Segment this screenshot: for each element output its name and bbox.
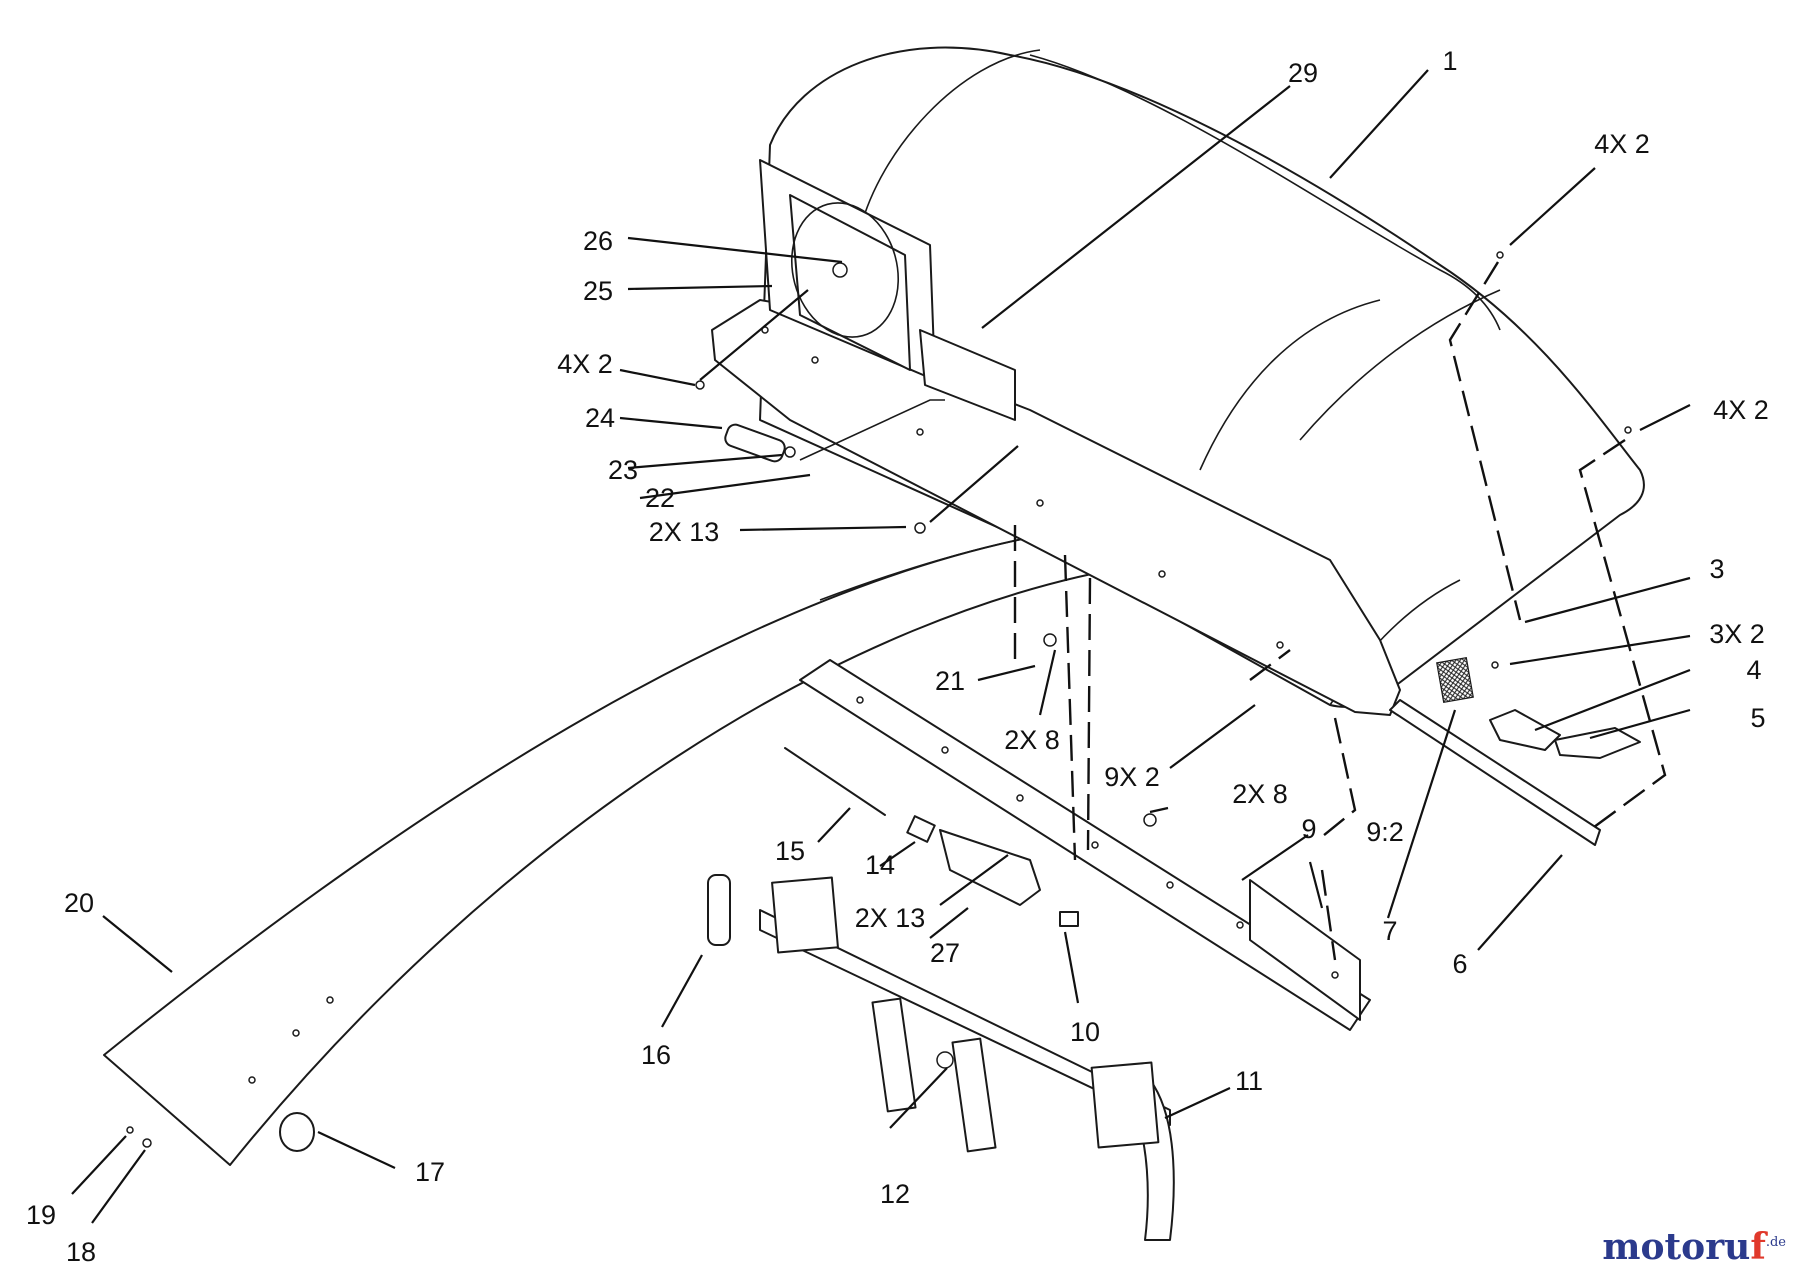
callout-3: 3 (1709, 554, 1724, 584)
callout-2x13-bottom: 2X 13 (855, 903, 926, 933)
callout-2x8-b: 2X 8 (1232, 779, 1288, 809)
callout-14: 14 (865, 850, 895, 880)
screw-3x2 (1491, 661, 1499, 669)
callout-4x2-left: 4X 2 (557, 349, 613, 379)
callout-4: 4 (1746, 655, 1761, 685)
callout-2x8-a: 2X 8 (1004, 725, 1060, 755)
watermark-suffix: .de (1765, 1235, 1786, 1250)
callout-4x2-right: 4X 2 (1713, 395, 1769, 425)
clip-part-21 (1043, 633, 1057, 647)
screw-part-19 (126, 1126, 134, 1134)
rod-part-11 (759, 909, 1171, 1126)
callout-15: 15 (775, 836, 805, 866)
knob-part-24 (724, 423, 786, 463)
callout-11: 11 (1235, 1066, 1263, 1096)
callout-24: 24 (585, 403, 615, 433)
leader-lines (71, 69, 1691, 1224)
screw-4x2-right (1624, 426, 1632, 434)
callout-23: 23 (608, 455, 638, 485)
callout-4x2-top: 4X 2 (1594, 129, 1650, 159)
nut-part-8 (1143, 813, 1157, 827)
bushing-part-14 (906, 815, 936, 843)
lever-assembly (707, 747, 1175, 1241)
watermark-brand: motoruf (1602, 1226, 1766, 1268)
screw-4x2-top (1496, 251, 1504, 259)
callout-21: 21 (935, 666, 965, 696)
screw-4x2-left (695, 380, 705, 390)
callout-25: 25 (583, 276, 613, 306)
callout-9: 9 (1301, 814, 1316, 844)
callout-2x13-top: 2X 13 (649, 517, 720, 547)
callout-3x2: 3X 2 (1709, 619, 1765, 649)
callout-12: 12 (880, 1179, 910, 1209)
callout-5: 5 (1750, 703, 1765, 733)
callout-17: 17 (415, 1157, 445, 1187)
washer-part-23 (784, 446, 796, 458)
bolt-part-10 (1059, 911, 1079, 927)
callout-6: 6 (1452, 949, 1467, 979)
end-flange-part-25 (759, 159, 936, 381)
bolt-part-13 (914, 522, 926, 534)
callout-18: 18 (66, 1237, 96, 1267)
callout-27: 27 (930, 938, 960, 968)
callout-26: 26 (583, 226, 613, 256)
callout-7: 7 (1382, 916, 1397, 946)
nut-part-12 (936, 1051, 954, 1069)
callout-16: 16 (641, 1040, 671, 1070)
watermark-logo: motoruf.de (1602, 1226, 1786, 1268)
callout-19: 19 (26, 1200, 56, 1230)
callout-9-2: 9:2 (1366, 817, 1404, 847)
latch-part-4 (1489, 709, 1561, 751)
panel-part-9 (799, 659, 1371, 1031)
callout-9x2: 9X 2 (1104, 762, 1160, 792)
washer-part-18 (142, 1138, 152, 1148)
strip-part-6 (1389, 657, 1601, 846)
callout-29: 29 (1288, 58, 1318, 88)
callout-10: 10 (1070, 1017, 1100, 1047)
mesh-screen-part-7 (1436, 657, 1474, 703)
lever-rod-part-22 (799, 399, 945, 461)
plug-part-17 (279, 1112, 315, 1152)
hardware (126, 251, 1632, 1152)
callout-22: 22 (645, 483, 675, 513)
decal-part-29 (919, 329, 1016, 421)
spring-part-16 (707, 874, 731, 946)
handle-part-5 (1554, 727, 1641, 759)
callout-labels: 1 29 4X 2 26 25 4X 2 24 23 22 2X 13 4X 2… (26, 46, 1769, 1267)
alignment-lines (1013, 261, 1667, 961)
callout-1: 1 (1442, 46, 1457, 76)
callout-20: 20 (64, 888, 94, 918)
